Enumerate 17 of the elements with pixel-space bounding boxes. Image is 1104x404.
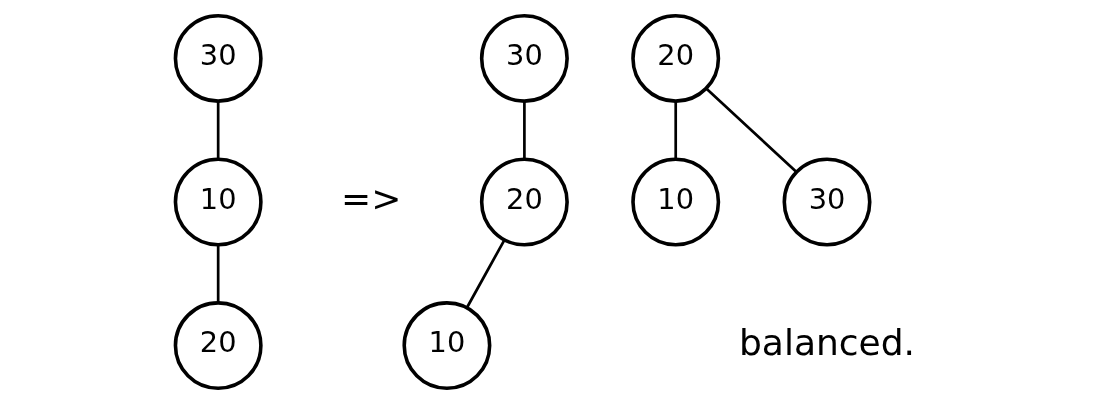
node-circle: 20 [173, 301, 263, 391]
connector [706, 88, 798, 173]
connector [216, 101, 220, 159]
node-circle: 20 [479, 157, 569, 247]
label: => [341, 178, 402, 220]
node-circle: 10 [402, 301, 492, 391]
node-circle: 30 [782, 157, 872, 247]
label: balanced. [738, 321, 916, 363]
node-circle: 30 [479, 13, 569, 103]
connector [216, 245, 220, 303]
connector [674, 101, 678, 159]
node-circle: 10 [173, 157, 263, 247]
connector [523, 101, 526, 159]
node-circle: 10 [631, 157, 721, 247]
connector [466, 239, 506, 308]
node-circle: 20 [631, 13, 721, 103]
node-circle: 30 [173, 13, 263, 103]
